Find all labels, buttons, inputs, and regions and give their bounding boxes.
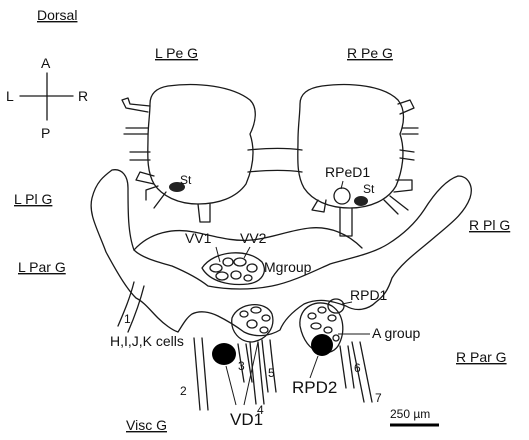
nerve-4: 4: [249, 341, 265, 417]
nerve-2: 2: [180, 337, 209, 411]
left-pedal-nerve-stub: [129, 151, 151, 161]
nerve-5-label: 5: [268, 366, 275, 380]
vv1-leader: [215, 246, 221, 263]
vv2-leader: [243, 246, 251, 259]
nerve-4-label: 4: [257, 403, 264, 417]
right-parietal-label: R Par G: [456, 349, 507, 365]
right-pedal-nerve-stub: [383, 195, 409, 215]
left-pedal-label: L Pe G: [155, 45, 198, 61]
scale-bar-label: 250 µm: [390, 407, 430, 421]
left-pleural-label: L Pl G: [14, 191, 52, 207]
h-i-j-k-cell-cluster: [231, 304, 274, 343]
nerve-6: 6: [339, 345, 361, 389]
right-pleural-label: R Pl G: [469, 217, 510, 233]
rped1-label: RPeD1: [325, 164, 370, 180]
right-pedal-nerve-stub: [397, 99, 415, 115]
hijk-cells-label: H,I,J,K cells: [110, 333, 184, 349]
rpd2-neuron: [311, 334, 333, 356]
right-pedal-nerve-stub: [401, 127, 419, 135]
visceral-m-group-cluster: [201, 252, 265, 286]
right-statocyst-label: St: [363, 182, 375, 196]
left-pedal-nerve-stub: [197, 203, 211, 223]
scale-bar: 250 µm: [390, 407, 439, 427]
nerve-3-label: 3: [238, 359, 245, 373]
vd1-neuron: [212, 343, 236, 365]
compass-left-label: L: [6, 88, 14, 104]
left-pedal-nerve-stub: [121, 97, 151, 113]
left-pedal-nerve-stub: [135, 171, 155, 185]
nerve-7: 7: [351, 341, 382, 405]
left-statocyst: [169, 182, 185, 192]
compass-posterior-label: P: [41, 125, 50, 141]
left-pedal-nerve-stub: [145, 185, 167, 209]
right-pedal-outline: [297, 83, 405, 209]
nerve-7-label: 7: [375, 391, 382, 405]
vv1-label: VV1: [185, 230, 212, 246]
vd1-label: VD1: [230, 410, 263, 429]
visceral-ganglion-label: Visc G: [126, 417, 167, 433]
left-pedal-outline: [147, 83, 256, 205]
a-group-label: A group: [372, 325, 420, 341]
right-pedal-ganglion: RPeD1 St: [297, 83, 419, 237]
central-ring-outline: [90, 169, 472, 337]
rpd1-leader: [341, 301, 353, 305]
left-statocyst-label: St: [180, 173, 192, 187]
rpd2-leader: [309, 355, 319, 379]
nerve-1-label: 1: [124, 312, 131, 326]
nerve-3: 3: [237, 343, 253, 383]
pedal-commissure: [247, 147, 303, 173]
rpd1-neuron: [327, 298, 345, 314]
rped1-neuron: [333, 187, 351, 205]
m-group-label: Mgroup: [264, 259, 312, 275]
left-pedal-ganglion: St: [121, 83, 256, 223]
compass-anterior-label: A: [41, 55, 51, 71]
view-title: Dorsal: [37, 7, 77, 23]
right-pedal-nerve-stub: [399, 149, 415, 161]
orientation-compass: A P L R: [6, 55, 88, 141]
nerve-5: 5: [261, 339, 277, 393]
rpd1-label: RPD1: [350, 287, 388, 303]
pleural-inner-arc: [133, 227, 363, 251]
vv2-label: VV2: [240, 230, 267, 246]
left-parietal-label: L Par G: [18, 259, 66, 275]
right-pedal-nerve-stub: [311, 199, 327, 213]
left-pedal-nerve-stub: [123, 127, 149, 135]
right-statocyst: [354, 196, 368, 206]
right-pedal-label: R Pe G: [347, 45, 393, 61]
compass-right-label: R: [78, 88, 88, 104]
rpd2-label: RPD2: [292, 378, 337, 397]
right-pedal-nerve-stub: [339, 207, 353, 237]
nerve-2-label: 2: [180, 384, 187, 398]
nerve-1: 1: [117, 281, 145, 333]
right-pedal-nerve-stub: [393, 179, 413, 193]
vd1-leader: [225, 365, 237, 406]
